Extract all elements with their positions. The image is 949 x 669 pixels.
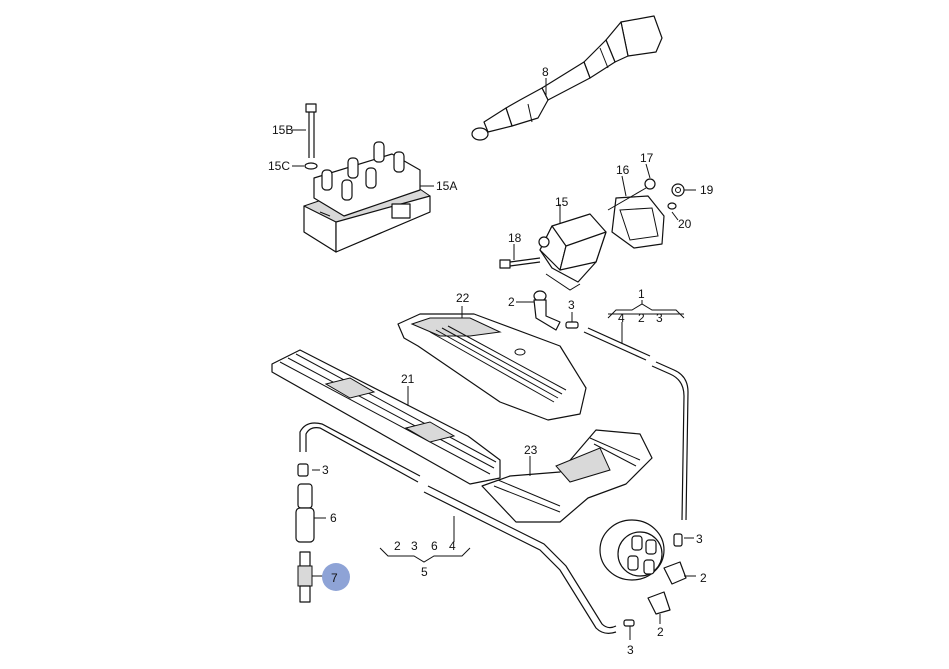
group-bracket-5	[379, 547, 471, 563]
label-g1-4: 4	[618, 311, 625, 325]
label-5: 5	[421, 565, 428, 579]
label-17: 17	[640, 151, 654, 165]
part-15a-coil-pack[interactable]	[303, 141, 431, 253]
part-2-connector-coil[interactable]	[533, 290, 561, 331]
part-15b-bolt[interactable]	[305, 103, 317, 158]
label-23: 23	[524, 443, 538, 457]
label-20: 20	[678, 217, 692, 231]
label-16: 16	[616, 163, 630, 177]
group-bracket-1	[607, 300, 685, 319]
label-g1-3: 3	[656, 311, 663, 325]
part-4-lead-right[interactable]	[583, 327, 689, 521]
label-18: 18	[508, 231, 522, 245]
part-3-sleeve-right[interactable]	[673, 533, 683, 547]
part-2-connector-cap-upper[interactable]	[663, 561, 687, 585]
part-15c-washer[interactable]	[304, 162, 318, 170]
label-15: 15	[555, 195, 569, 209]
label-3-d: 3	[627, 643, 634, 657]
part-6-plug-connector[interactable]	[295, 483, 315, 543]
label-3-c: 3	[696, 532, 703, 546]
label-22: 22	[456, 291, 470, 305]
callout-7-highlight[interactable]: 7	[322, 563, 350, 591]
part-8-ignition-lead[interactable]	[471, 15, 663, 141]
label-15a: 15A	[436, 179, 457, 193]
label-1: 1	[638, 287, 645, 301]
part-22-upper-cover[interactable]	[397, 313, 587, 421]
part-18-bolt[interactable]	[499, 257, 541, 269]
label-2-a: 2	[508, 295, 515, 309]
label-3-b: 3	[322, 463, 329, 477]
part-3-sleeve-top[interactable]	[565, 321, 579, 329]
label-g5-3: 3	[411, 539, 418, 553]
part-17-screw[interactable]	[607, 178, 656, 211]
part-4-lead-left[interactable]	[299, 422, 617, 634]
label-6: 6	[330, 511, 337, 525]
label-2-c: 2	[657, 625, 664, 639]
label-g5-4: 4	[449, 539, 456, 553]
label-15c: 15C	[268, 159, 290, 173]
part-19-nut[interactable]	[671, 183, 685, 197]
part-23-lower-cover[interactable]	[481, 429, 653, 523]
label-g1-2: 2	[638, 311, 645, 325]
part-3-sleeve-bottom[interactable]	[623, 619, 635, 627]
part-16-output-stage[interactable]	[611, 195, 665, 249]
part-2-connector-cap-lower[interactable]	[647, 591, 671, 615]
label-3-a: 3	[568, 298, 575, 312]
leader-lines	[292, 78, 696, 640]
part-3-sleeve-left[interactable]	[297, 463, 309, 477]
part-15-ignition-coil[interactable]	[538, 213, 607, 291]
label-7: 7	[331, 571, 338, 585]
distributor-cap[interactable]	[599, 519, 665, 581]
label-15b: 15B	[272, 123, 293, 137]
part-7-spark-plug[interactable]	[297, 551, 313, 603]
part-21-lead-cover[interactable]	[271, 349, 501, 485]
label-2-b: 2	[700, 571, 707, 585]
part-labels: 8 15B 15C 15A 15 16 17 19 20 18 2 3 1 4 …	[268, 65, 714, 657]
label-19: 19	[700, 183, 714, 197]
label-g5-6: 6	[431, 539, 438, 553]
label-g5-2: 2	[394, 539, 401, 553]
label-8: 8	[542, 65, 549, 79]
part-20-washer[interactable]	[667, 202, 677, 210]
label-21: 21	[401, 372, 415, 386]
